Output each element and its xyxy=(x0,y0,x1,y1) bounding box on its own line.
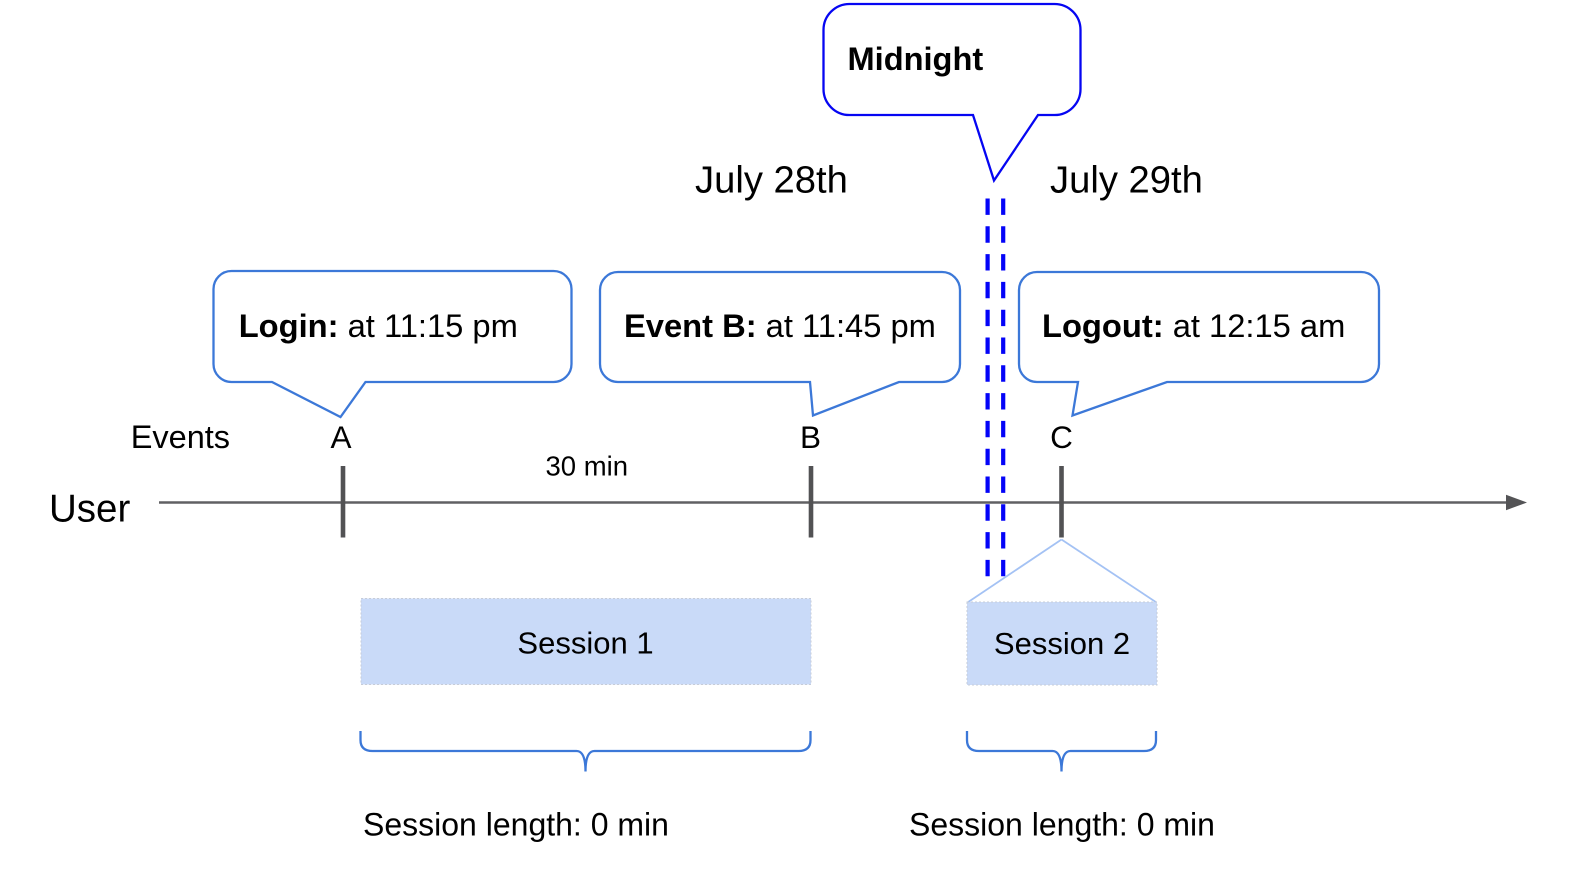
svg-text:Session length: 0 min: Session length: 0 min xyxy=(909,807,1215,843)
svg-text:July 29th: July 29th xyxy=(1050,159,1203,202)
svg-text:B: B xyxy=(800,419,821,455)
svg-text:A: A xyxy=(330,419,351,455)
svg-text:Event B: at 11:45 pm: Event B: at 11:45 pm xyxy=(624,307,936,344)
svg-text:Events: Events xyxy=(131,419,230,455)
svg-text:Login: at 11:15 pm: Login: at 11:15 pm xyxy=(239,307,518,344)
svg-text:30 min: 30 min xyxy=(546,451,629,482)
svg-text:Session 1: Session 1 xyxy=(517,626,653,661)
svg-text:Session length: 0 min: Session length: 0 min xyxy=(363,807,669,843)
svg-text:User: User xyxy=(49,487,130,530)
svg-text:Logout: at 12:15 am: Logout: at 12:15 am xyxy=(1042,307,1345,344)
svg-text:July 28th: July 28th xyxy=(695,159,848,202)
svg-text:Midnight: Midnight xyxy=(848,40,984,77)
svg-text:C: C xyxy=(1050,419,1073,455)
svg-text:Session 2: Session 2 xyxy=(994,626,1130,661)
